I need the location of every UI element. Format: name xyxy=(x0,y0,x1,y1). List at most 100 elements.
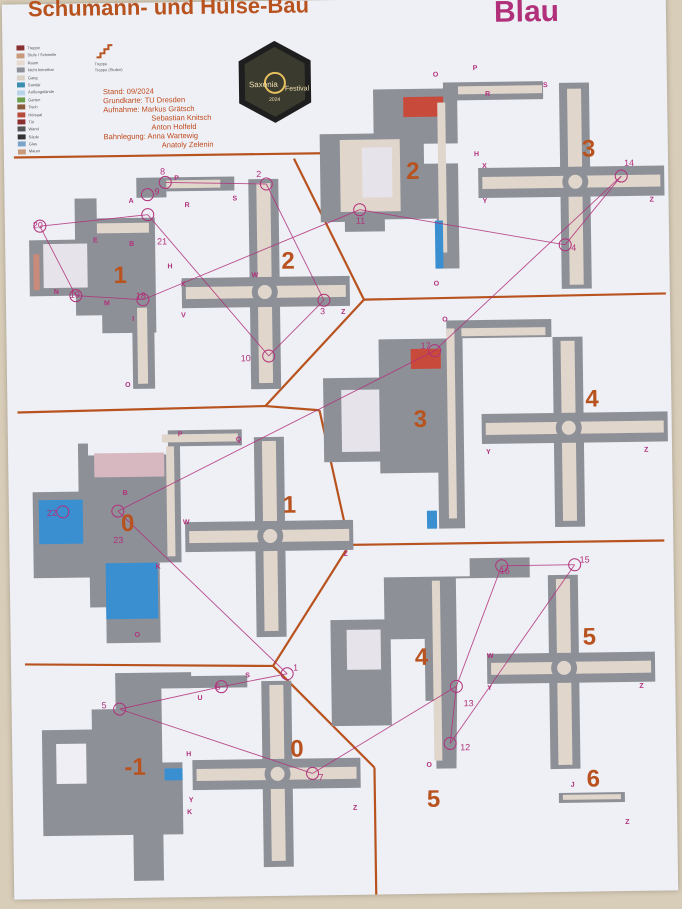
svg-text:K: K xyxy=(187,809,192,816)
svg-text:P: P xyxy=(178,431,183,438)
floor-number-4: 4 xyxy=(585,385,599,412)
svg-text:H: H xyxy=(474,151,479,158)
svg-text:Saxonia: Saxonia xyxy=(249,80,279,89)
svg-text:Z: Z xyxy=(341,309,346,316)
svg-text:O: O xyxy=(125,382,131,389)
floor-number-0: 0 xyxy=(121,510,135,537)
svg-text:O: O xyxy=(442,316,448,323)
control-23-label: 23 xyxy=(113,535,123,545)
floor-number-m1: -1 xyxy=(124,754,146,781)
svg-text:E: E xyxy=(93,237,98,244)
control-1-label: 1 xyxy=(293,663,298,673)
control-19-label: 19 xyxy=(70,290,80,300)
floor-number-1: 1 xyxy=(113,262,127,289)
svg-text:H: H xyxy=(186,751,191,758)
floor-number-3-mid: 3 xyxy=(413,406,427,433)
svg-text:P: P xyxy=(174,175,179,182)
control-14-label: 14 xyxy=(624,158,634,168)
floor-numbers: 1 2 2 3 3 4 0 1 4 5 -1 0 5 6 xyxy=(113,135,600,813)
control-16-label: 16 xyxy=(500,566,510,576)
svg-text:2024: 2024 xyxy=(269,97,280,103)
svg-text:J: J xyxy=(571,782,575,789)
control-4-label: 4 xyxy=(571,243,576,253)
svg-text:R: R xyxy=(485,91,490,98)
floor-number-4-lower: 4 xyxy=(415,644,429,671)
control-22-label: 22 xyxy=(47,508,57,518)
floor-block-2-right xyxy=(319,81,544,269)
course-name: Blau xyxy=(493,0,560,29)
control-circles xyxy=(33,169,628,780)
control-3-label: 3 xyxy=(320,306,325,316)
svg-text:S: S xyxy=(543,82,548,89)
svg-text:B: B xyxy=(129,241,134,248)
svg-text:O: O xyxy=(433,72,439,79)
svg-text:B: B xyxy=(123,490,128,497)
floor-block-4-lower xyxy=(330,557,530,769)
control-18-label: 18 xyxy=(136,291,146,301)
svg-text:U: U xyxy=(197,695,202,702)
svg-text:Y: Y xyxy=(483,198,488,205)
floor-number-5-bottom: 5 xyxy=(427,786,441,813)
floor-block-0 xyxy=(32,429,242,644)
floor-block-4-mid xyxy=(481,336,668,528)
map-credits: Stand: 09/2024 Grundkarte: TU Dresden Au… xyxy=(103,85,234,150)
control-21-label: 21 xyxy=(157,236,167,246)
letter-markers: A B E H I O N M P R S V X W Z O P R S H xyxy=(54,65,655,826)
control-2-label: 2 xyxy=(256,169,261,179)
svg-text:M: M xyxy=(104,300,110,307)
control-15-label: 15 xyxy=(580,555,590,565)
control-13-label: 13 xyxy=(464,698,474,708)
svg-text:N: N xyxy=(54,289,59,296)
svg-text:Y: Y xyxy=(487,685,492,692)
floor-block-m1 xyxy=(41,672,192,881)
floor-number-3: 3 xyxy=(582,135,596,162)
floor-block-1-mid xyxy=(185,436,354,638)
control-11-label: 11 xyxy=(356,216,365,226)
svg-text:H: H xyxy=(167,263,172,270)
svg-text:V: V xyxy=(181,312,186,319)
floor-block-3-right xyxy=(478,82,665,289)
control-10-label: 10 xyxy=(241,353,251,363)
saxonia-festival-logo: Saxonia Festival 2024 xyxy=(238,40,312,123)
svg-text:Q: Q xyxy=(236,436,242,443)
svg-text:Y: Y xyxy=(486,449,491,456)
svg-text:Z: Z xyxy=(639,683,644,690)
svg-text:Z: Z xyxy=(625,819,630,826)
stairs-icon xyxy=(96,44,113,59)
svg-text:W: W xyxy=(252,272,259,279)
svg-text:Z: Z xyxy=(644,447,649,454)
svg-text:P: P xyxy=(473,65,478,72)
floor-number-6: 6 xyxy=(586,765,600,792)
control-20-label: 20 xyxy=(33,220,43,230)
floor-block-6 xyxy=(558,792,625,803)
svg-text:Z: Z xyxy=(343,551,348,558)
floor-number-1-mid: 1 xyxy=(283,492,297,519)
floor-number-2-right: 2 xyxy=(406,158,420,185)
map-title: Schumann- und Hülse-Bau xyxy=(27,0,310,22)
svg-text:O: O xyxy=(426,762,432,769)
svg-text:A: A xyxy=(128,198,133,205)
control-12-label: 12 xyxy=(460,742,470,752)
svg-text:I: I xyxy=(132,316,134,323)
svg-text:S: S xyxy=(232,195,237,202)
legend-stair-symbols: Treppe Treppe (Stufen) xyxy=(94,43,144,74)
control-9-label: 9 xyxy=(154,186,159,196)
svg-text:Y: Y xyxy=(189,797,194,804)
svg-text:Z: Z xyxy=(650,197,655,204)
control-numbers: 1 2 3 4 5 6 7 8 9 10 11 12 13 14 15 16 1… xyxy=(33,158,634,782)
svg-text:X: X xyxy=(181,281,186,288)
course-lines xyxy=(39,175,622,774)
svg-text:O: O xyxy=(135,632,141,639)
svg-text:Festival: Festival xyxy=(285,85,310,92)
floor-block-2 xyxy=(181,178,351,390)
svg-text:R: R xyxy=(185,202,190,209)
floor-number-5: 5 xyxy=(582,623,596,650)
svg-text:W: W xyxy=(183,519,190,526)
floor-number-0-bottom: 0 xyxy=(290,736,304,763)
svg-text:X: X xyxy=(482,163,487,170)
svg-text:Z: Z xyxy=(353,805,358,812)
control-7-label: 7 xyxy=(319,772,324,782)
